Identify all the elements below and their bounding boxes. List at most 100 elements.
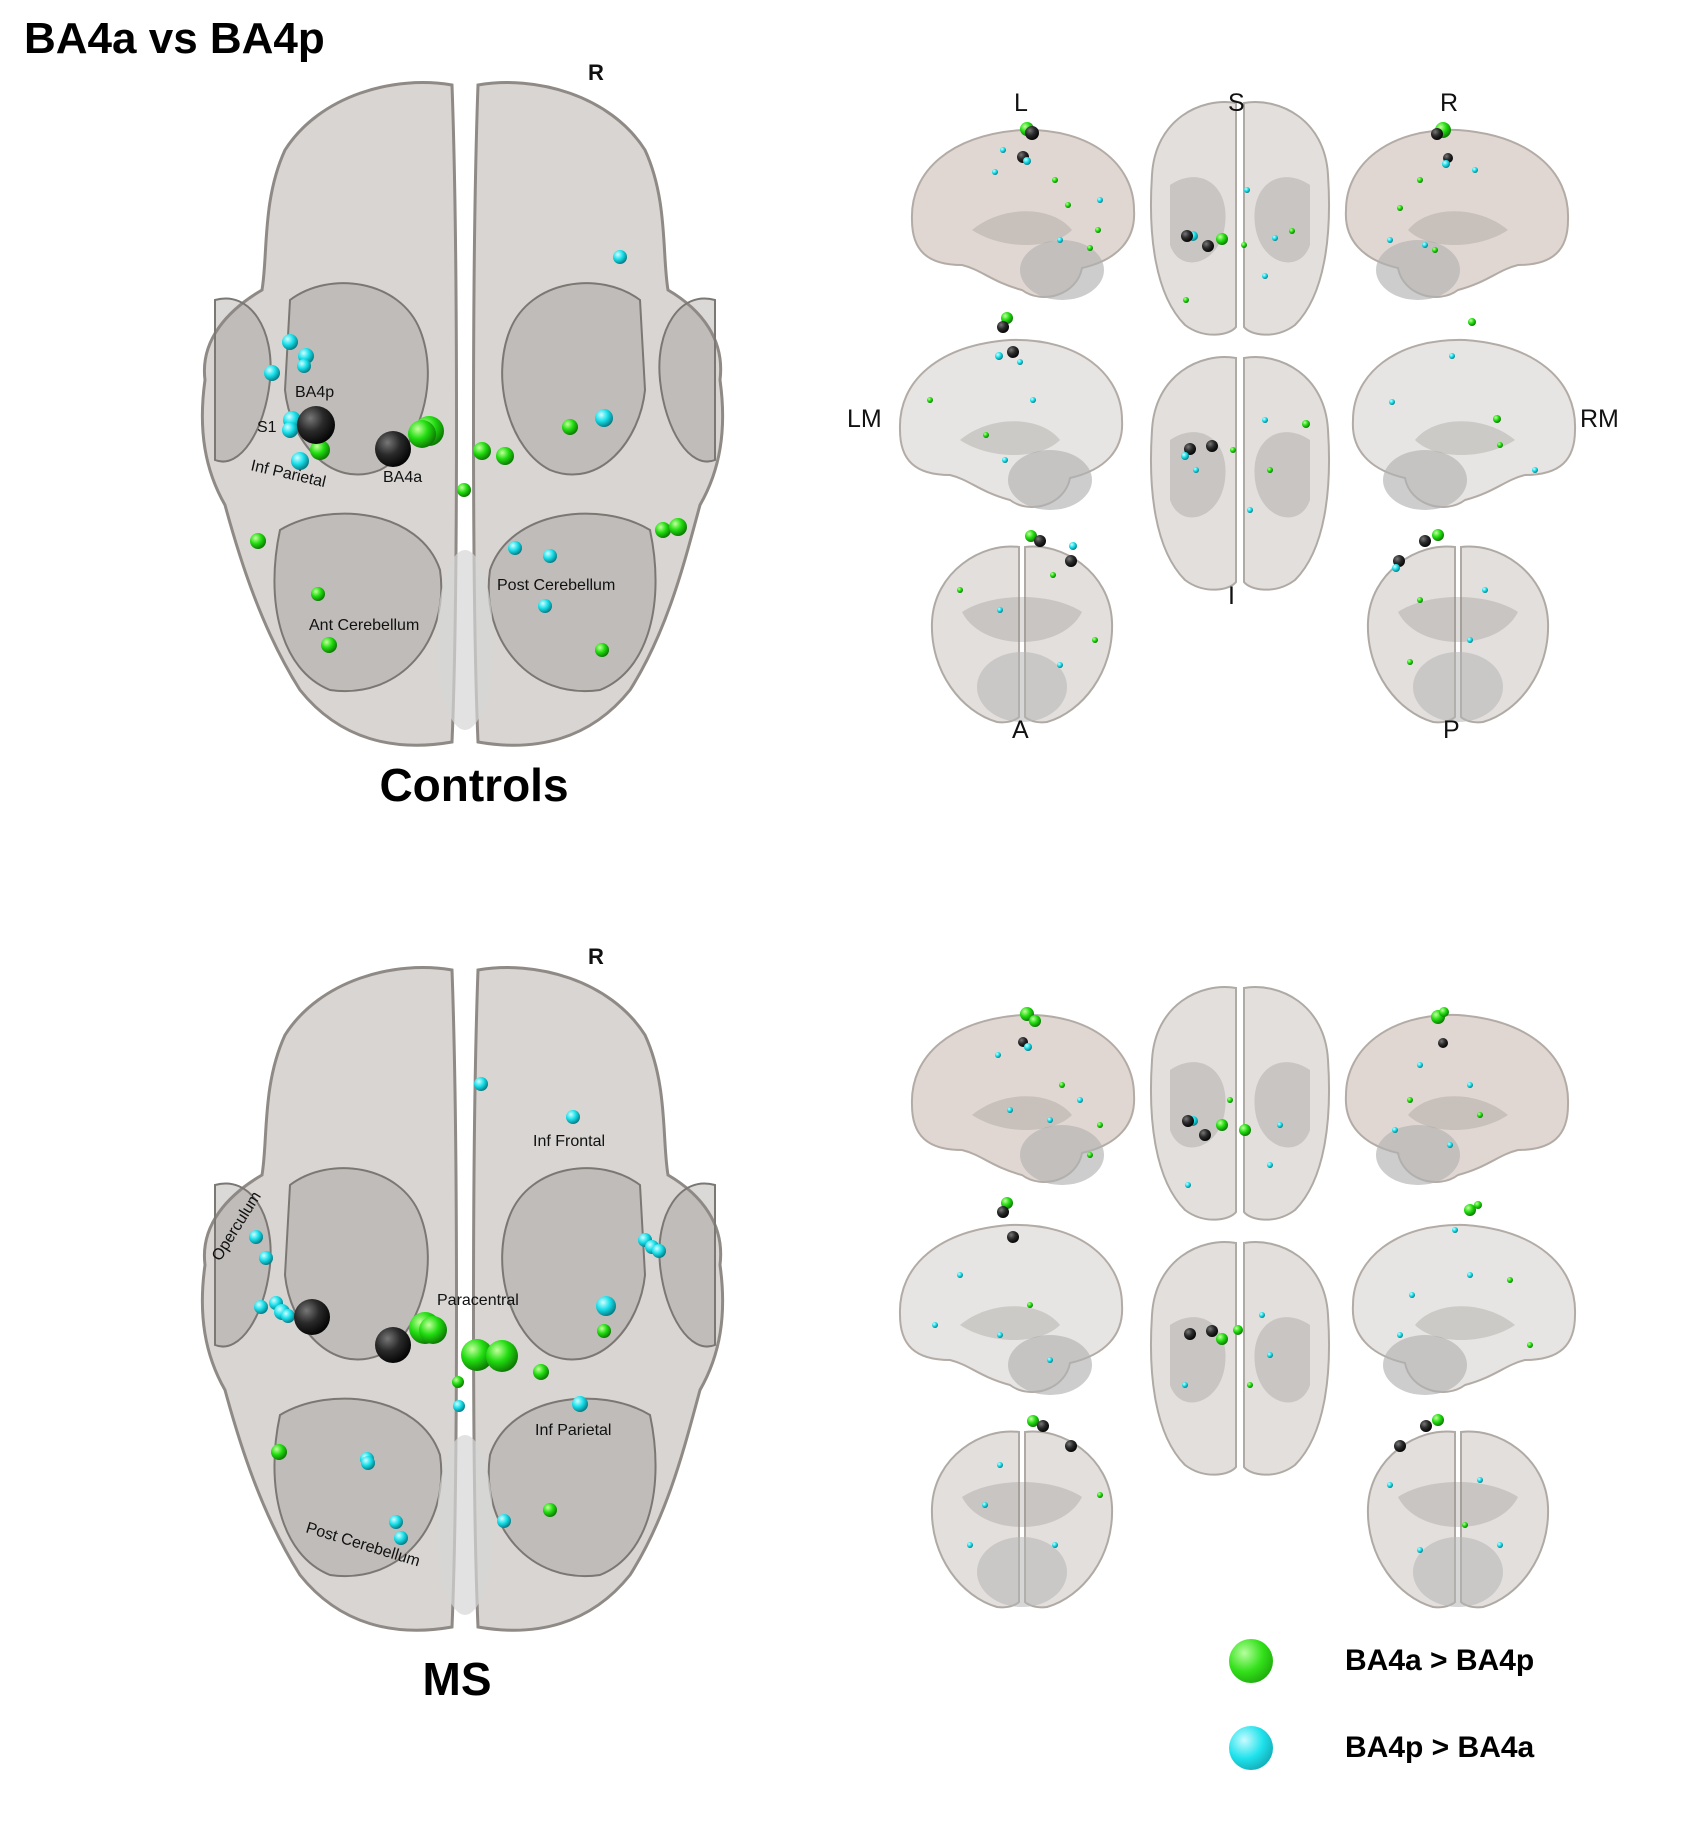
ms-posterior (1366, 1430, 1550, 1609)
small-view-node (1482, 587, 1488, 593)
small-view-node (1262, 417, 1268, 423)
brainstem (437, 1435, 493, 1615)
ms-left-medial (898, 1223, 1124, 1395)
controls-superior (1149, 101, 1331, 336)
figure-title: BA4a vs BA4p (24, 14, 325, 63)
small-view-node (1419, 535, 1431, 547)
small-view-node (1216, 233, 1228, 245)
small-view-node (1185, 1182, 1191, 1188)
ms-node (259, 1251, 273, 1265)
label-ba4a: BA4a (383, 469, 422, 486)
small-view-node (1417, 597, 1423, 603)
controls-node (613, 250, 627, 264)
small-view-node (1184, 443, 1196, 455)
controls-anterior (930, 545, 1114, 724)
small-view-node (1047, 1357, 1053, 1363)
small-view-node (1184, 1328, 1196, 1340)
small-view-node (1069, 542, 1077, 550)
controls-right-lateral (1344, 128, 1570, 300)
ms-node (419, 1316, 447, 1344)
small-view-node (1023, 157, 1031, 165)
small-view-node (1097, 197, 1103, 203)
ms-node (294, 1299, 330, 1335)
small-view-node (1432, 529, 1444, 541)
controls-node (538, 599, 552, 613)
small-view-node (1387, 237, 1393, 243)
controls-node (282, 422, 298, 438)
small-view-node (1025, 126, 1039, 140)
small-view-node (1262, 273, 1268, 279)
deep-structure (658, 1182, 716, 1348)
small-view-node (1025, 530, 1037, 542)
small-view-node (1206, 440, 1218, 452)
small-view-node (1097, 1122, 1103, 1128)
small-view-node (927, 397, 933, 403)
ms-anterior (930, 1430, 1114, 1609)
small-view-node (1057, 237, 1063, 243)
small-view-node (1289, 228, 1295, 234)
controls-node (375, 431, 411, 467)
small-view-node (997, 1332, 1003, 1338)
view-label-rm: RM (1580, 405, 1619, 433)
small-view-node (1037, 1420, 1049, 1432)
small-view-node (1467, 1272, 1473, 1278)
legend-green-marker (1229, 1639, 1273, 1683)
controls-node (264, 365, 280, 381)
controls-node (496, 447, 514, 465)
label-paracentral: Paracentral (437, 1292, 519, 1309)
ms-node (652, 1244, 666, 1258)
ms-node (597, 1324, 611, 1338)
small-view-node (1493, 415, 1501, 423)
ms-orientation-mark: R (588, 944, 604, 969)
small-view-node (1202, 240, 1214, 252)
controls-node (655, 522, 671, 538)
ms-node (281, 1309, 295, 1323)
controls-node (250, 533, 266, 549)
small-view-node (1001, 312, 1013, 324)
label-post-cerebellum: Post Cerebellum (497, 577, 615, 594)
ms-node (543, 1503, 557, 1517)
controls-right-medial (1351, 338, 1577, 510)
small-view-node (1030, 397, 1036, 403)
controls-posterior (1366, 545, 1550, 724)
controls-node (297, 406, 335, 444)
small-view-node (1241, 242, 1247, 248)
small-view-node (995, 352, 1003, 360)
small-view-node (1233, 1325, 1243, 1335)
small-view-node (1420, 1420, 1432, 1432)
small-view-node (1432, 247, 1438, 253)
small-view-node (957, 1272, 963, 1278)
small-view-node (1059, 1082, 1065, 1088)
small-view-node (1397, 1332, 1403, 1338)
small-view-node (1034, 535, 1046, 547)
label-inf-parietal-ms: Inf Parietal (535, 1422, 611, 1439)
small-view-node (1007, 1231, 1019, 1243)
small-view-node (1407, 1097, 1413, 1103)
deep-structure (501, 282, 647, 476)
ms-node (453, 1400, 465, 1412)
controls-node (595, 409, 613, 427)
small-view-node (932, 1322, 938, 1328)
small-view-node (1247, 1382, 1253, 1388)
small-view-node (1097, 1492, 1103, 1498)
small-view-node (1497, 1542, 1503, 1548)
small-view-node (997, 1206, 1009, 1218)
controls-node (297, 359, 311, 373)
view-label-s: S (1228, 89, 1245, 117)
small-view-node (1047, 1117, 1053, 1123)
controls-node (473, 442, 491, 460)
small-view-node (1267, 467, 1273, 473)
view-label-a: A (1012, 716, 1029, 744)
small-view-node (1464, 1204, 1476, 1216)
controls-orientation-mark: R (588, 60, 604, 85)
small-view-node (1206, 1325, 1218, 1337)
ms-superior (1149, 986, 1331, 1221)
small-view-node (1467, 637, 1473, 643)
small-view-node (997, 321, 1009, 333)
small-view-node (1507, 1277, 1513, 1283)
small-view-node (1000, 147, 1006, 153)
ms-node (389, 1515, 403, 1529)
small-view-node (1272, 235, 1278, 241)
legend-cyan-marker (1229, 1726, 1273, 1770)
